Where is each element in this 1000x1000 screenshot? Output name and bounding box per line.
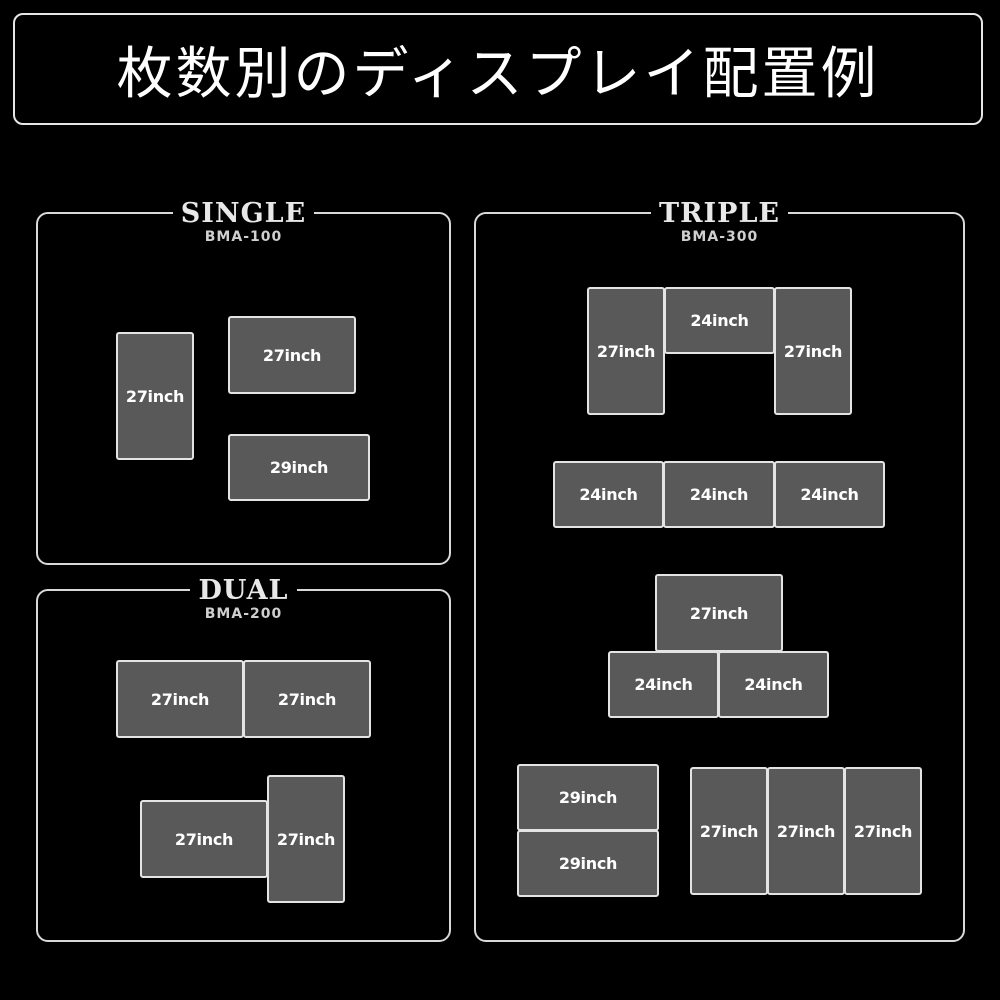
panel-single-name: SINGLE: [172, 200, 315, 228]
panel-triple-header: TRIPLE BMA-300: [476, 200, 963, 246]
single-screen-landscape: 27inch: [228, 316, 356, 394]
triple-e-screen-left: 27inch: [690, 767, 768, 895]
panel-dual-name: DUAL: [190, 577, 297, 605]
triple-b-screen-left: 24inch: [553, 461, 664, 528]
triple-b-screen-right: 24inch: [774, 461, 885, 528]
screen-size-label: 24inch: [689, 485, 749, 504]
panel-triple-name: TRIPLE: [650, 200, 789, 228]
screen-size-label: 29inch: [558, 788, 618, 807]
single-screen-portrait: 27inch: [116, 332, 194, 460]
screen-size-label: 27inch: [125, 386, 185, 406]
screen-size-label: 27inch: [783, 341, 843, 361]
triple-a-screen-right: 27inch: [774, 287, 852, 415]
dual-screen-landscape: 27inch: [140, 800, 268, 878]
screen-size-label: 24inch: [634, 675, 693, 694]
screen-size-label: 27inch: [853, 821, 913, 841]
dual-screen-left: 27inch: [116, 660, 244, 738]
triple-d-screen-bottom: 29inch: [517, 830, 659, 897]
dual-screen-portrait: 27inch: [267, 775, 345, 903]
screen-size-label: 27inch: [174, 829, 234, 849]
screen-size-label: 27inch: [699, 821, 759, 841]
panel-triple-model: BMA-300: [680, 229, 759, 245]
screen-size-label: 29inch: [269, 458, 329, 477]
screen-size-label: 27inch: [150, 689, 210, 709]
triple-d-screen-top: 29inch: [517, 764, 659, 831]
panel-dual: DUAL BMA-200: [36, 577, 451, 942]
page-title: 枚数別のディスプレイ配置例: [116, 41, 880, 107]
screen-size-label: 27inch: [776, 821, 836, 841]
screen-size-label: 27inch: [689, 603, 749, 623]
panel-dual-header: DUAL BMA-200: [38, 577, 449, 623]
title-banner: 枚数別のディスプレイ配置例: [13, 13, 983, 125]
triple-e-screen-center: 27inch: [767, 767, 845, 895]
screen-size-label: 24inch: [800, 485, 859, 504]
single-screen-wide: 29inch: [228, 434, 370, 501]
triple-e-screen-right: 27inch: [844, 767, 922, 895]
dual-screen-right: 27inch: [243, 660, 371, 738]
panel-single-model: BMA-100: [204, 229, 283, 245]
screen-size-label: 24inch: [579, 485, 638, 504]
triple-a-screen-left: 27inch: [587, 287, 665, 415]
screen-size-label: 27inch: [276, 829, 336, 849]
triple-a-screen-center: 24inch: [664, 287, 775, 354]
panel-dual-model: BMA-200: [204, 606, 283, 622]
triple-c-screen-bottom-right: 24inch: [718, 651, 829, 718]
triple-c-screen-bottom-left: 24inch: [608, 651, 719, 718]
screen-size-label: 27inch: [277, 689, 337, 709]
triple-b-screen-center: 24inch: [663, 461, 775, 528]
screen-size-label: 27inch: [596, 341, 656, 361]
panel-single-header: SINGLE BMA-100: [38, 200, 449, 246]
screen-size-label: 27inch: [262, 345, 322, 365]
screen-size-label: 29inch: [558, 854, 618, 873]
screen-size-label: 24inch: [744, 675, 803, 694]
triple-c-screen-top: 27inch: [655, 574, 783, 652]
screen-size-label: 24inch: [690, 311, 749, 330]
